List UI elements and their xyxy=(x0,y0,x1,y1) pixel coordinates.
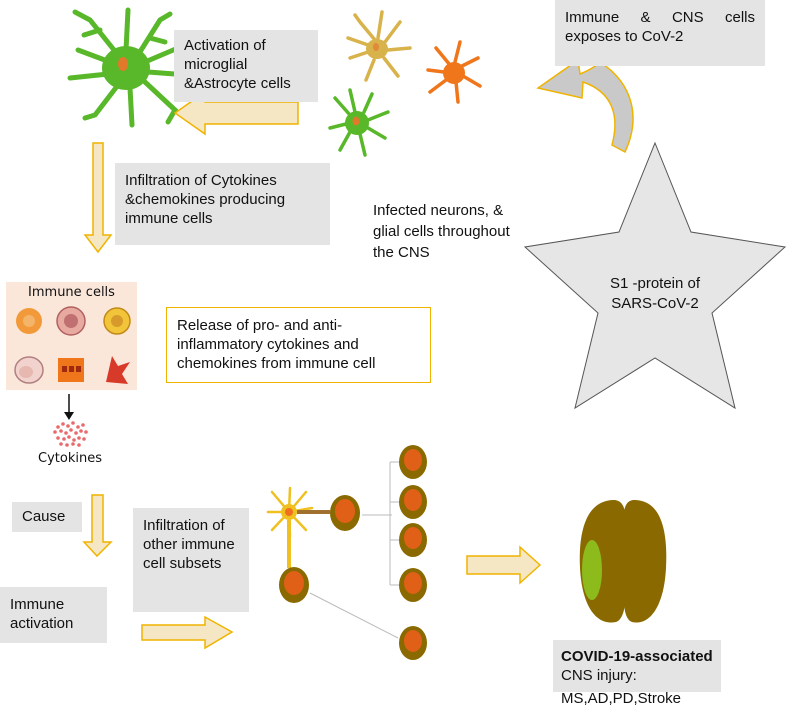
exposure-box: Immune & CNS cells exposes to CoV-2 xyxy=(555,0,765,66)
right-arrow-brain-icon xyxy=(466,545,542,585)
activation-box: Activation of microglial &Astrocyte cell… xyxy=(174,30,318,102)
microglia-cell-icon xyxy=(67,7,191,128)
infiltration-cytokines-label: Infiltration of Cytokines &chemokines pr… xyxy=(125,172,286,227)
activation-label: Activation of microglial &Astrocyte cell… xyxy=(184,37,291,92)
brain-icon xyxy=(579,500,667,623)
covid-title: COVID-19-associated xyxy=(561,648,713,665)
astrocyte-cell-icon xyxy=(346,10,412,82)
down-arrow-cause-icon xyxy=(82,494,113,558)
cause-label: Cause xyxy=(22,508,66,525)
cns-injury-label: CNS injury: xyxy=(561,667,637,684)
immune-cells-icons xyxy=(14,306,131,384)
release-box: Release of pro- and anti-inflammatory cy… xyxy=(166,307,431,383)
cytokines-label: Cytokines xyxy=(38,451,102,466)
infiltration-other-box: Infiltration of other immune cell subset… xyxy=(133,508,249,612)
covid-injury-box: COVID-19-associated CNS injury: xyxy=(553,640,721,692)
release-label: Release of pro- and anti-inflammatory cy… xyxy=(177,317,376,372)
immune-activation-label: Immune activation xyxy=(10,596,74,632)
curved-arrow-icon xyxy=(536,58,634,154)
star-shape xyxy=(523,141,787,410)
cytokine-dots-icon xyxy=(53,421,88,447)
right-arrow-icon xyxy=(141,615,234,650)
immune-cells-title: Immune cells xyxy=(28,285,115,300)
exposure-label: Immune & CNS cells exposes to CoV-2 xyxy=(565,9,755,45)
down-arrow-icon xyxy=(83,142,113,254)
diseases-label: MS,AD,PD,Stroke xyxy=(561,690,682,707)
small-microglia-cell-icon xyxy=(328,88,390,157)
s1-protein-text: S1 -protein of SARS-CoV-2 xyxy=(609,275,701,312)
infected-neurons-text: Infected neurons, & glial cells througho… xyxy=(373,202,510,261)
t-cell-diagram xyxy=(266,445,427,660)
immune-activation-box: Immune activation xyxy=(0,587,107,643)
infiltration-other-label: Infiltration of other immune cell subset… xyxy=(143,517,235,572)
neuron-cell-icon xyxy=(426,40,482,104)
infiltration-cytokines-box: Infiltration of Cytokines &chemokines pr… xyxy=(115,163,330,245)
cause-box: Cause xyxy=(12,502,82,532)
